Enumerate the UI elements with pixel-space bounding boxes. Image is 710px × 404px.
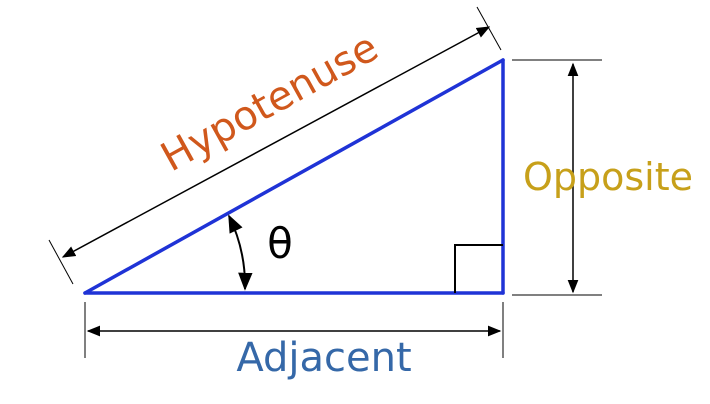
opposite-label: Opposite [523, 155, 693, 199]
adjacent-dimension [84, 302, 504, 358]
hypotenuse-dimension-arrow [61, 26, 491, 258]
hypotenuse-label: Hypotenuse [154, 24, 386, 181]
hypotenuse-extension-line-right [476, 6, 502, 51]
opposite-dimension [512, 59, 602, 296]
angle-arc [228, 214, 253, 291]
angle-theta-label: θ [267, 219, 293, 268]
hypotenuse-dimension [48, 6, 502, 285]
adjacent-label: Adjacent [236, 335, 411, 381]
right-angle-marker [454, 244, 503, 293]
hypotenuse-extension-line-left [48, 239, 74, 285]
